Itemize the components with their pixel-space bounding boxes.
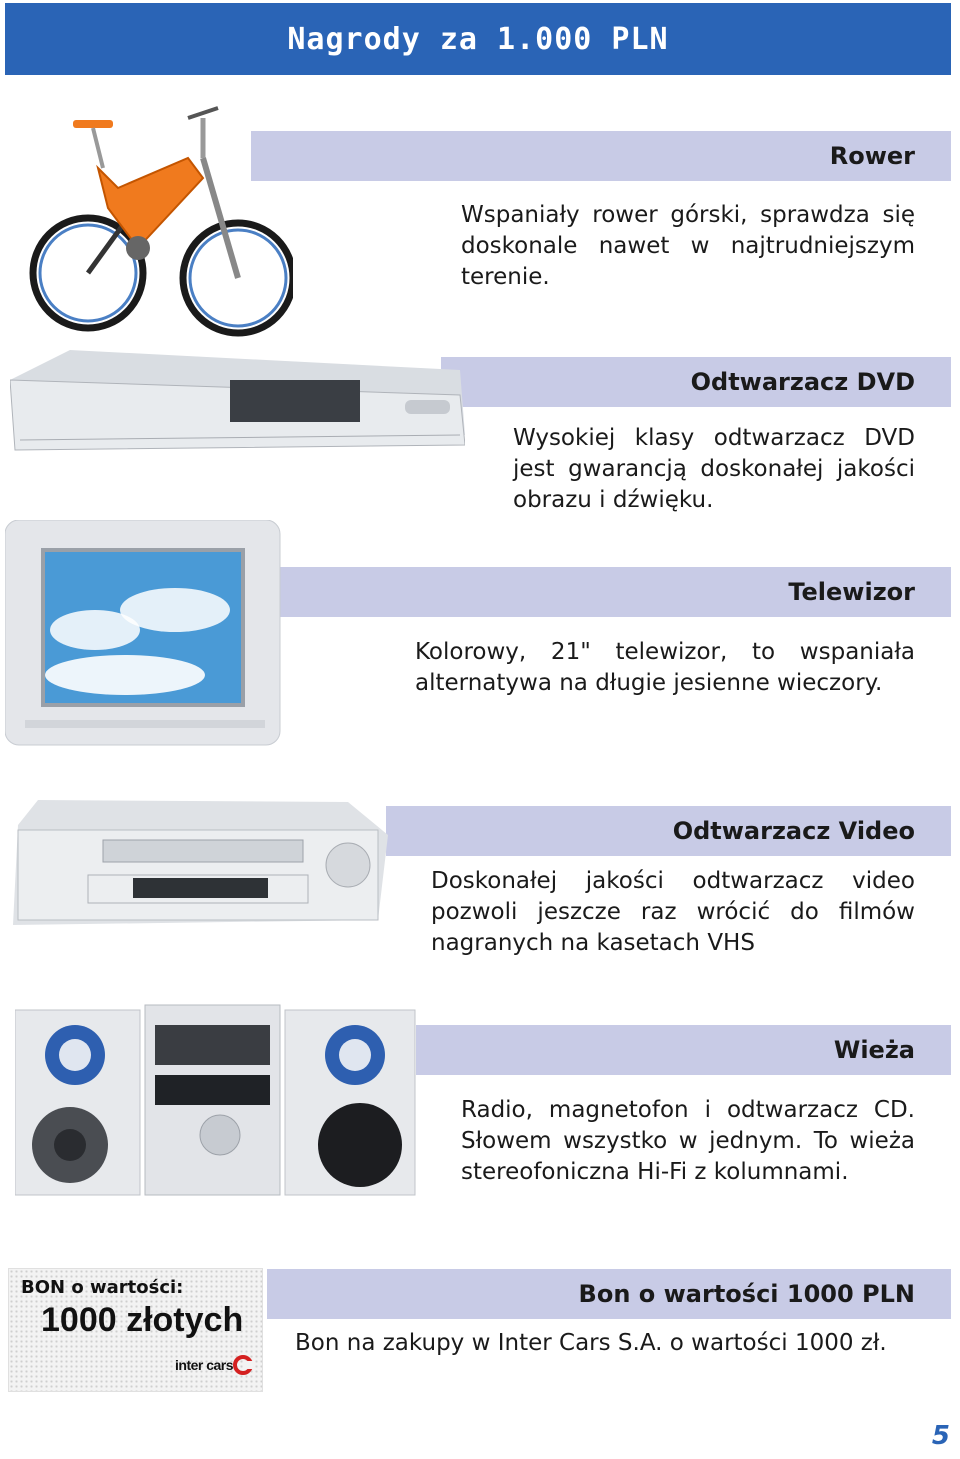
prize-band-rower: Rower (251, 131, 951, 181)
prize-description: Doskonałej jakości odtwarzacz video pozw… (431, 868, 915, 956)
inter-cars-logo-icon (233, 1355, 255, 1375)
voucher-image: BON o wartości: 1000 złotych inter cars (8, 1268, 263, 1392)
page-number: 5 (931, 1421, 950, 1451)
voucher-amount: 1000 złotych (41, 1301, 244, 1339)
prize-band-dvd: Odtwarzacz DVD (441, 357, 951, 407)
prize-description: Kolorowy, 21" telewizor, to wspaniała al… (415, 639, 915, 696)
prize-description: Wysokiej klasy odtwarzacz DVD jest gwara… (513, 425, 915, 513)
prize-title: Bon o wartości 1000 PLN (578, 1280, 915, 1308)
prize-band-tv: Telewizor (275, 567, 951, 617)
prize-band-video: Odtwarzacz Video (386, 806, 951, 856)
tv-image (5, 520, 281, 746)
prize-title: Telewizor (788, 578, 915, 606)
hifi-tower-image (15, 1004, 416, 1196)
bicycle-image (29, 106, 293, 337)
prize-title: Wieża (833, 1036, 915, 1064)
page-title: Nagrody za 1.000 PLN (287, 21, 669, 57)
page-header: Nagrody za 1.000 PLN (5, 3, 951, 75)
prize-description: Wspaniały rower górski, sprawdza się dos… (461, 202, 915, 290)
dvd-player-image (10, 350, 465, 451)
prize-title: Rower (829, 142, 915, 170)
voucher-label: BON o wartości: (21, 1277, 184, 1298)
prize-band-bon: Bon o wartości 1000 PLN (267, 1269, 951, 1319)
voucher-brand: inter cars (175, 1357, 234, 1373)
vcr-image (13, 800, 388, 925)
prize-title: Odtwarzacz DVD (690, 368, 915, 396)
prize-description: Bon na zakupy w Inter Cars S.A. o wartoś… (295, 1330, 887, 1356)
prize-title: Odtwarzacz Video (672, 817, 915, 845)
prize-band-wieza: Wieża (416, 1025, 951, 1075)
prize-description: Radio, magnetofon i odtwarzacz CD. Słowe… (461, 1097, 915, 1185)
